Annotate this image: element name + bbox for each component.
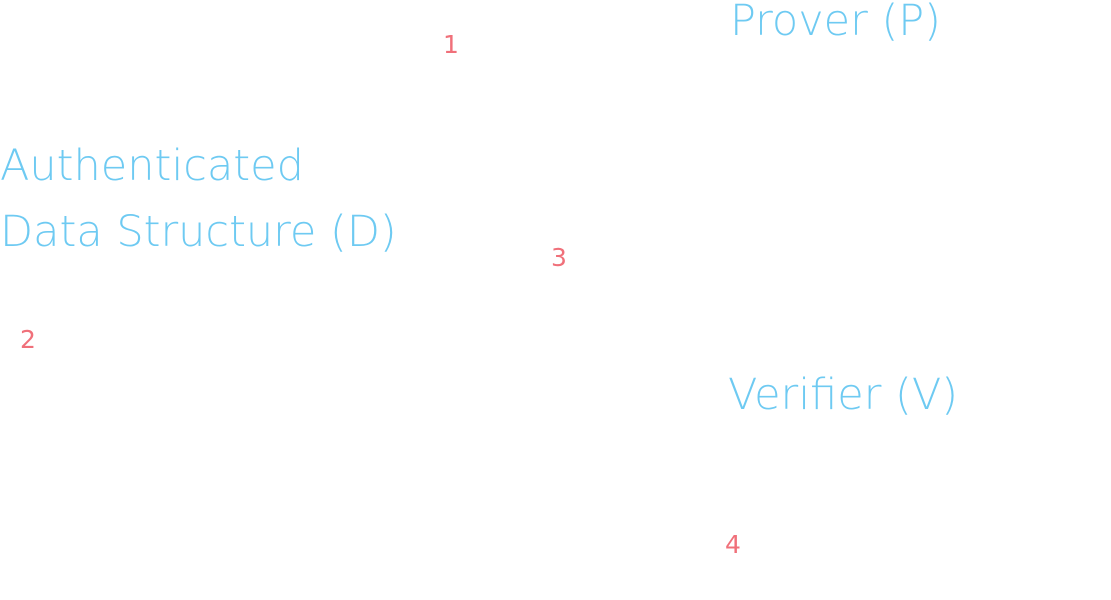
step-number-2: 2 — [20, 325, 36, 354]
authenticated-data-structure-label: Authenticated Data Structure (D) — [0, 133, 397, 265]
verifier-label: Verifier (V) — [728, 370, 959, 420]
ads-label-line-2: Data Structure (D) — [0, 207, 397, 257]
step-number-1: 1 — [443, 30, 459, 59]
ads-label-line-1: Authenticated — [0, 141, 304, 191]
step-number-4: 4 — [725, 530, 741, 559]
prover-label: Prover (P) — [730, 0, 941, 46]
step-number-3: 3 — [551, 243, 567, 272]
